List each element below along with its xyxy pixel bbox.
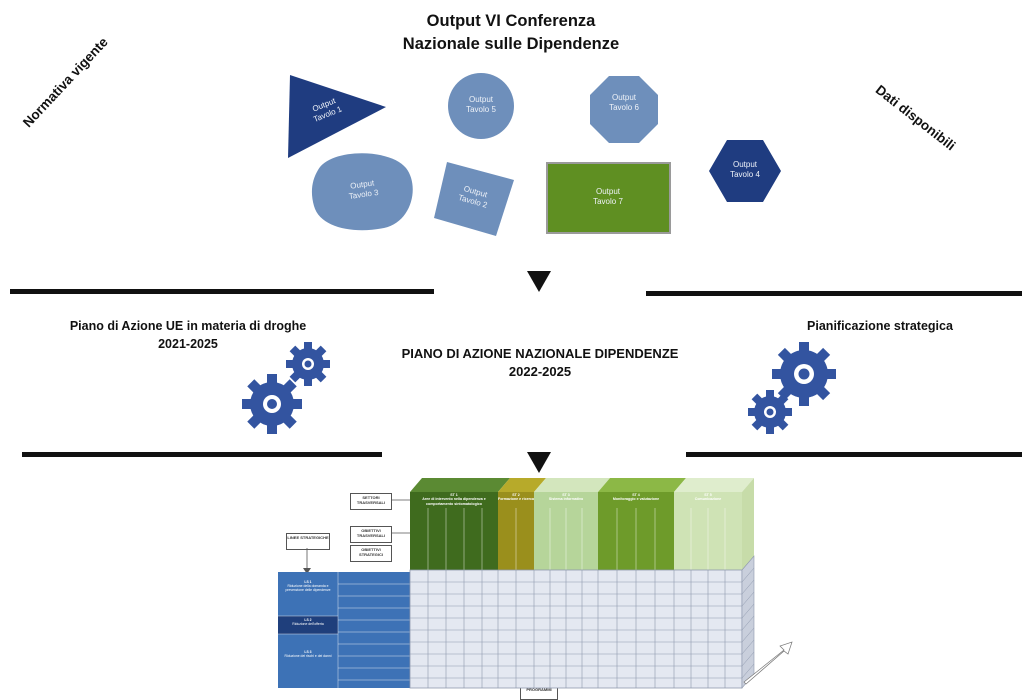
linee-label-box: LINEE STRATEGICHE xyxy=(286,533,330,550)
output-triangle-shape xyxy=(288,75,386,158)
conference-title-line1: Output VI Conferenza xyxy=(426,12,596,30)
divider-lower-right xyxy=(686,452,1022,457)
national-plan-title: PIANO DI AZIONE NAZIONALE DIPENDENZE 202… xyxy=(401,346,679,379)
output-circle-shape xyxy=(448,73,514,139)
divider-lower-left xyxy=(22,452,382,457)
obiettivi-strat-label-box: OBIETTIVI STRATEGICI xyxy=(350,545,392,562)
gear-icon xyxy=(242,342,330,434)
output-octagon-shape xyxy=(590,76,658,143)
output-hexagon-shape xyxy=(709,140,781,202)
arrow-down-icon xyxy=(527,271,551,292)
output-rect-shape xyxy=(546,162,671,234)
conference-title-line2: Nazionale sulle Dipendenze xyxy=(402,35,620,53)
eu-plan-label: Piano di Azione UE in materia di droghe … xyxy=(69,319,307,351)
output-square-shape xyxy=(434,162,514,236)
settori-label-box: SETTORI TRASVERSALI xyxy=(350,493,392,510)
output-blob-shape xyxy=(311,153,413,231)
gear-icon-right xyxy=(748,342,836,434)
output-shapes-svg xyxy=(288,73,781,236)
matrix-diagram-svg xyxy=(278,478,793,689)
divider-upper-left xyxy=(10,289,434,294)
obiettivi-trasv-label-box: OBIETTIVI TRASVERSALI xyxy=(350,526,392,543)
strategic-planning-label: Pianificazione strategica xyxy=(807,319,953,333)
arrow-down-icon-2 xyxy=(527,452,551,473)
divider-upper-right xyxy=(646,291,1022,296)
